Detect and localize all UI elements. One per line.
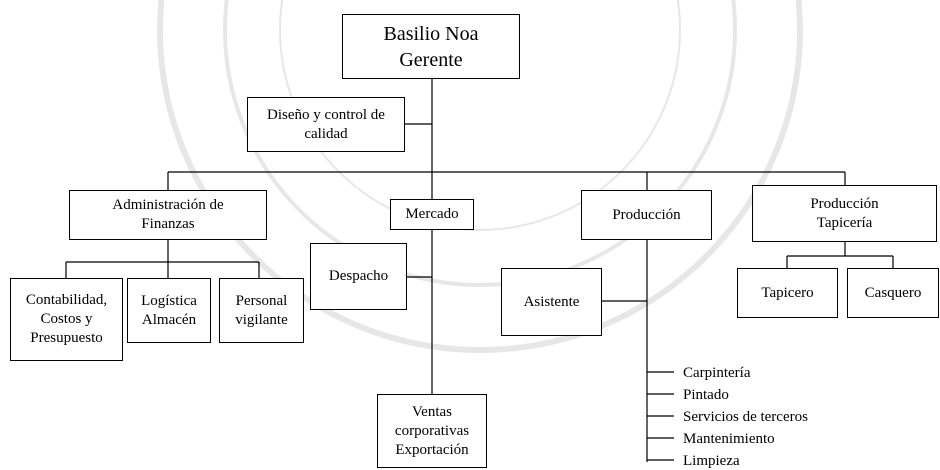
ceo-name: Basilio Noa — [383, 22, 479, 45]
security-staff-box: Personal vigilante — [219, 278, 304, 343]
accounting-box: Contabilidad, Costos y Presupuesto — [10, 278, 123, 361]
ceo-role: Gerente — [399, 48, 463, 71]
assistant-box: Asistente — [501, 268, 602, 336]
dispatch-box: Despacho — [310, 243, 407, 310]
finance-admin-box: Administración de Finanzas — [69, 190, 267, 240]
production-box: Producción — [581, 190, 712, 240]
corporate-sales-box: Ventas corporativas Exportación — [377, 394, 487, 468]
upholstery-production-box: Producción Tapicería — [752, 185, 937, 242]
logistics-box: Logística Almacén — [127, 278, 211, 343]
production-area-carpentry: Carpintería — [683, 365, 751, 381]
production-area-maintenance: Mantenimiento — [683, 431, 775, 447]
market-box: Mercado — [390, 199, 474, 230]
production-area-painting: Pintado — [683, 387, 729, 403]
upholsterer-box: Tapicero — [737, 268, 838, 318]
quality-control-box: Diseño y control de calidad — [247, 97, 405, 152]
production-area-third-party: Servicios de terceros — [683, 409, 808, 425]
ceo-box: Basilio Noa Gerente — [342, 14, 520, 79]
frame-maker-box: Casquero — [847, 268, 939, 318]
production-area-cleaning: Limpieza — [683, 453, 740, 469]
